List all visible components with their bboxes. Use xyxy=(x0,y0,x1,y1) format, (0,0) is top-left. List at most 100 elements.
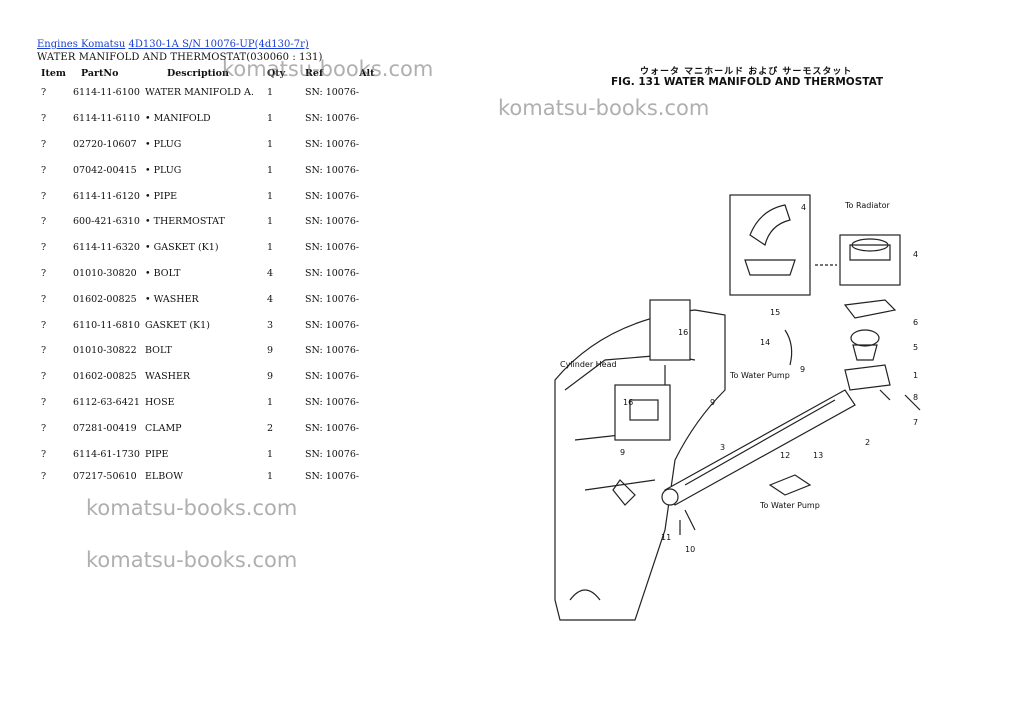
cell-qty: 1 xyxy=(267,242,274,254)
cell-alt xyxy=(359,261,379,287)
cell-ref: SN: 10076- xyxy=(305,471,360,483)
cell-ref: SN: 10076- xyxy=(305,448,360,460)
cell-item: ? xyxy=(41,190,47,202)
cell-partno: 6114-61-1730 xyxy=(73,448,140,460)
cell-qty: 3 xyxy=(267,319,274,331)
cell-alt xyxy=(359,106,379,132)
cell-description: • PIPE xyxy=(145,190,178,202)
cell-partno: 01602-00825 xyxy=(73,371,137,383)
cell-alt xyxy=(359,415,379,441)
callout-16: 16 xyxy=(678,328,688,337)
cell-item: ? xyxy=(41,396,47,408)
cell-description: WATER MANIFOLD A. xyxy=(145,87,254,99)
cell-qty: 9 xyxy=(267,345,274,357)
cell-alt xyxy=(359,157,379,183)
cell-description: HOSE xyxy=(145,396,175,408)
outlet-elbow-box xyxy=(729,194,811,296)
cell-partno: 600-421-6310 xyxy=(73,216,140,228)
cell-qty: 1 xyxy=(267,471,274,483)
breadcrumb-link-model[interactable]: 4D130-1A S/N 10076-UP(4d130-7r) xyxy=(128,39,309,50)
cell-partno: 01010-30820 xyxy=(73,267,137,279)
engine-block-outline xyxy=(554,309,726,621)
sensor-box xyxy=(614,384,671,441)
cell-alt xyxy=(359,364,379,390)
cell-partno: 6112-63-6421 xyxy=(73,396,140,408)
table-header-row: Item PartNo Description Qty Ref Alt xyxy=(37,66,379,80)
callout-7: 7 xyxy=(913,418,918,427)
cell-qty: 1 xyxy=(267,87,274,99)
cell-item: ? xyxy=(41,216,47,228)
gasket xyxy=(843,299,897,319)
callout-4: 4 xyxy=(801,203,806,212)
label-to-water-pump: To Water Pump xyxy=(729,371,790,380)
cell-item: ? xyxy=(41,422,47,434)
thermostat xyxy=(850,329,880,347)
header-ref: Ref xyxy=(305,67,324,79)
cell-ref: SN: 10076- xyxy=(305,319,360,331)
cell-description: • GASKET (K1) xyxy=(145,242,219,254)
sender-box xyxy=(649,299,691,361)
cell-item: ? xyxy=(41,138,47,150)
cell-alt xyxy=(359,441,379,467)
cell-description: • PLUG xyxy=(145,138,182,150)
cell-item: ? xyxy=(41,293,47,305)
cell-item: ? xyxy=(41,371,47,383)
cell-alt xyxy=(359,338,379,364)
breadcrumb-link-engines[interactable]: Engines Komatsu xyxy=(37,39,126,50)
callout-5: 5 xyxy=(913,343,918,352)
label-cylinder-head: Cylinder Head xyxy=(560,360,617,369)
callout-14: 14 xyxy=(760,338,770,347)
cell-partno: 6114-11-6110 xyxy=(73,113,140,125)
cell-item: ? xyxy=(41,345,47,357)
cell-partno: 6114-11-6120 xyxy=(73,190,140,202)
cell-alt xyxy=(359,286,379,312)
cell-item: ? xyxy=(41,87,47,99)
callout-1: 1 xyxy=(913,371,918,380)
cell-description: • WASHER xyxy=(145,293,199,305)
callout-4: 4 xyxy=(913,250,918,259)
cell-ref: SN: 10076- xyxy=(305,422,360,434)
cell-qty: 1 xyxy=(267,138,274,150)
cell-item: ? xyxy=(41,113,47,125)
callout-16: 16 xyxy=(623,398,633,407)
cell-alt xyxy=(359,467,379,487)
cell-description: • THERMOSTAT xyxy=(145,216,225,228)
parts-table: Item PartNo Description Qty Ref Alt ?611… xyxy=(37,66,379,487)
cell-qty: 1 xyxy=(267,216,274,228)
callout-13: 13 xyxy=(813,451,823,460)
cell-ref: SN: 10076- xyxy=(305,113,360,125)
cell-partno: 01602-00825 xyxy=(73,293,137,305)
callout-9: 9 xyxy=(710,398,715,407)
cell-qty: 1 xyxy=(267,164,274,176)
cell-description: • BOLT xyxy=(145,267,181,279)
header-alt: Alt xyxy=(359,67,375,79)
watermark: komatsu-books.com xyxy=(86,496,298,520)
cell-alt xyxy=(359,80,379,106)
cell-item: ? xyxy=(41,319,47,331)
cell-ref: SN: 10076- xyxy=(305,396,360,408)
cell-alt xyxy=(359,312,379,338)
cell-qty: 4 xyxy=(267,267,274,279)
label-to-radiator: To Radiator xyxy=(844,201,890,210)
cell-ref: SN: 10076- xyxy=(305,371,360,383)
callout-9: 9 xyxy=(800,365,805,374)
cell-qty: 4 xyxy=(267,293,274,305)
cell-qty: 1 xyxy=(267,190,274,202)
cell-ref: SN: 10076- xyxy=(305,87,360,99)
callout-2: 2 xyxy=(865,438,870,447)
cell-ref: SN: 10076- xyxy=(305,293,360,305)
header-description: Description xyxy=(167,67,229,79)
figure-title-japanese: ウォータ マニホールド および サーモスタット xyxy=(640,67,853,77)
header-qty: Qty xyxy=(267,67,286,79)
cell-alt xyxy=(359,235,379,261)
cell-ref: SN: 10076- xyxy=(305,267,360,279)
